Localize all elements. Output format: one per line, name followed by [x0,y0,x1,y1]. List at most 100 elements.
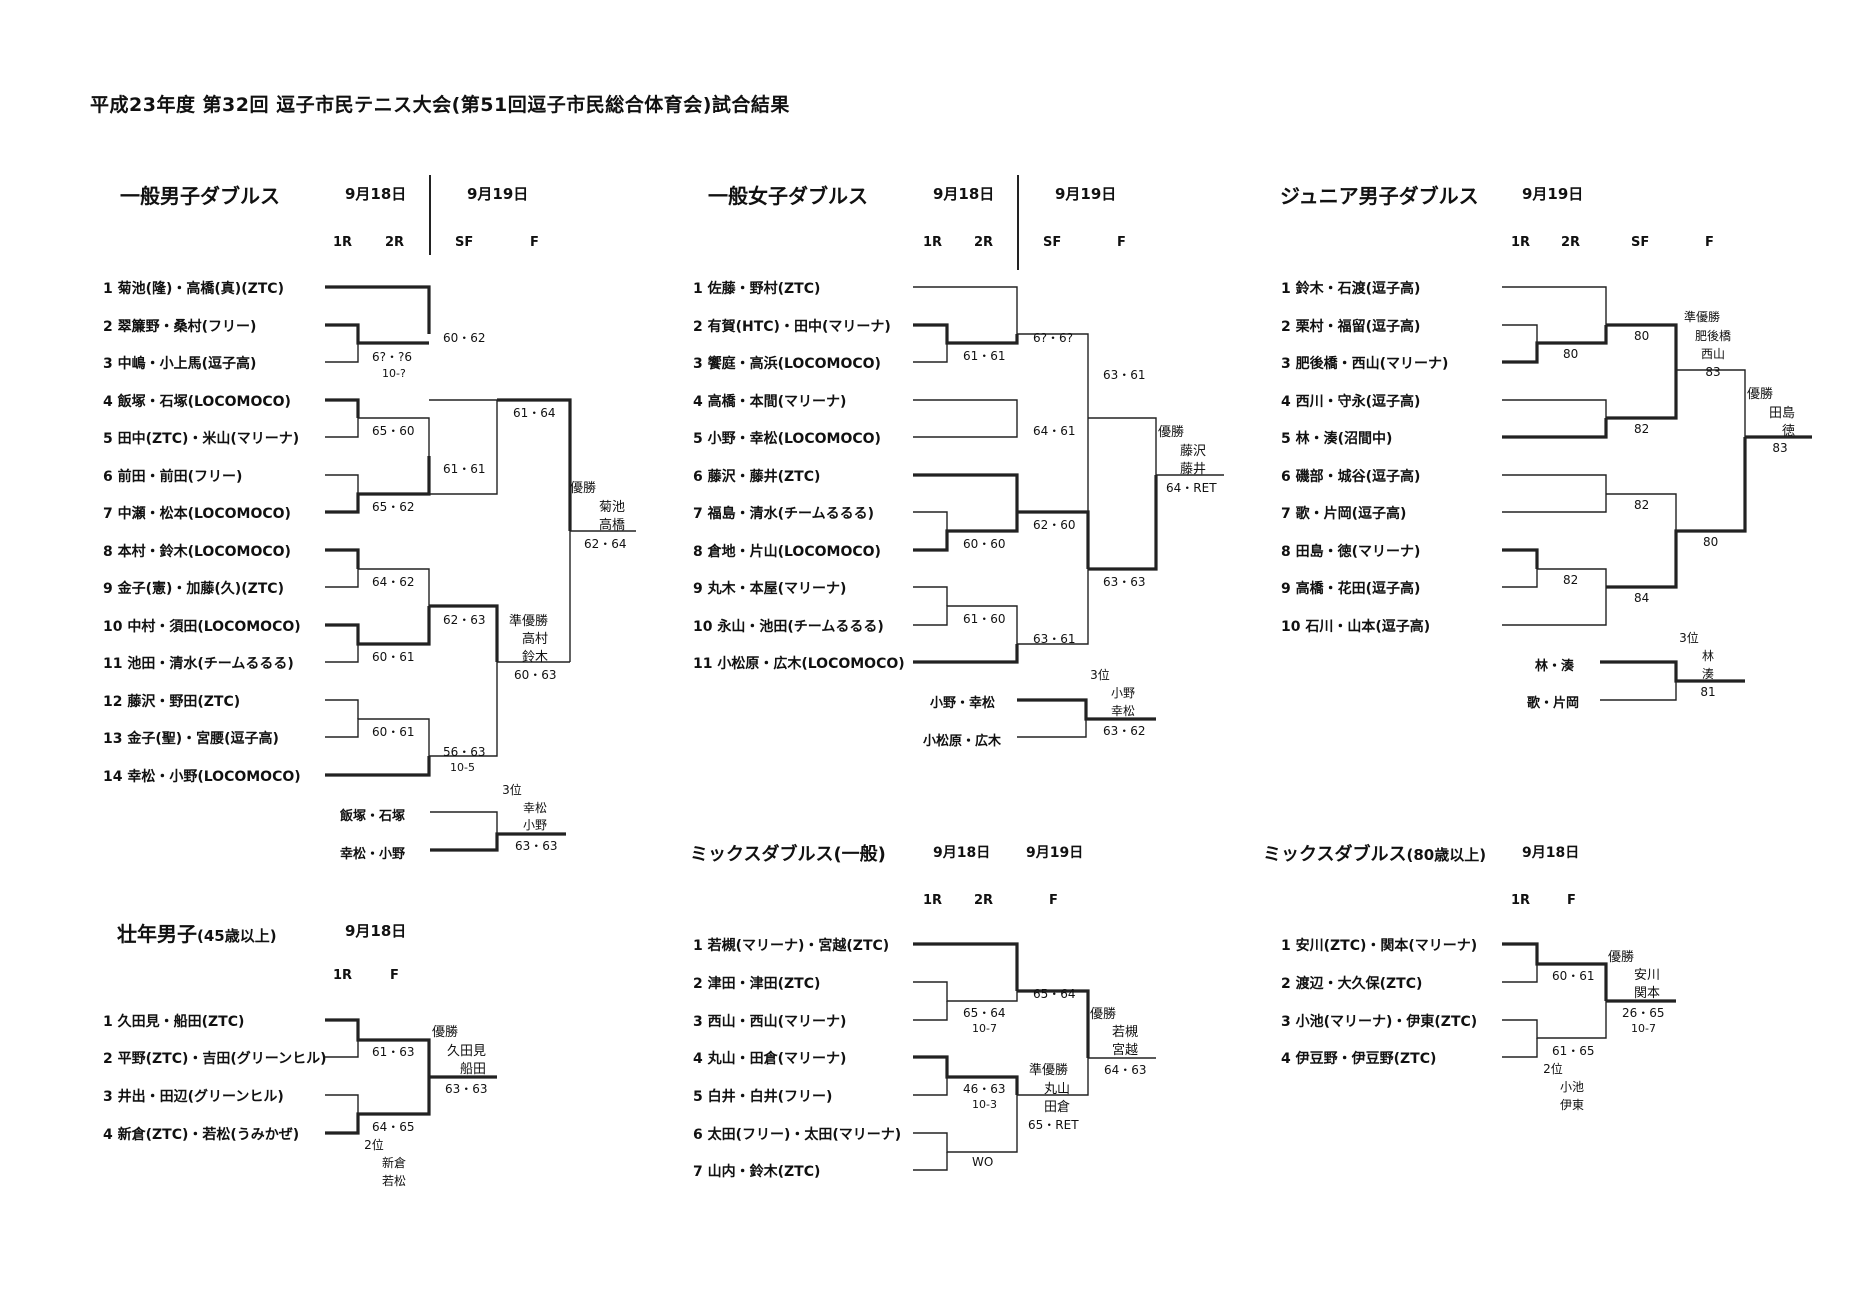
third-place-score: 63・63 [515,839,558,853]
third-place-name: 幸松 [1110,704,1135,718]
player-entry: 11 小松原・広木(LOCOMOCO) [693,656,905,672]
date-label: 9月18日 [1522,845,1580,861]
match-score: 60・62 [443,331,486,345]
champion-label: 優勝 [1090,1007,1117,1022]
champion-name: 宮越 [1111,1043,1138,1058]
match-score: 60・61 [372,725,415,739]
third-place-label: 3位 [1679,631,1699,645]
third-place-score: 81 [1700,685,1716,699]
round-label: F [1567,893,1576,908]
second-place-name: 小池 [1559,1080,1584,1094]
player-entry: 5 林・湊(沼間中) [1281,431,1393,447]
match-score: 61・60 [963,612,1006,626]
final-score: 64・RET [1166,481,1217,495]
player-entry: 1 安川(ZTC)・関本(マリーナ) [1281,938,1478,954]
section-title: 壮年男子(45歳以上) [117,918,277,947]
champion-label: 優勝 [1747,387,1774,402]
third-place-entry: 小松原・広木 [923,734,1002,749]
round-label: F [1049,893,1058,908]
third-place-label: 3位 [1090,668,1110,682]
third-place-entry: 小野・幸松 [930,696,996,711]
player-entry: 4 新倉(ZTC)・若松(うみかぜ) [103,1127,300,1143]
player-entry: 7 中瀬・松本(LOCOMOCO) [103,506,291,522]
player-entry: 8 田島・徳(マリーナ) [1281,544,1421,560]
player-entry: 3 小池(マリーナ)・伊東(ZTC) [1281,1014,1478,1030]
player-entry: 9 高橋・花田(逗子高) [1281,581,1421,597]
match-score: 10-? [382,367,406,380]
match-score: 61・61 [963,349,1006,363]
match-score: 6?・?6 [372,350,413,364]
player-entry: 2 栗村・福留(逗子高) [1281,319,1421,335]
player-entry: 1 鈴木・石渡(逗子高) [1281,281,1421,297]
player-entry: 14 幸松・小野(LOCOMOCO) [103,769,301,785]
round-label: 1R [923,893,943,908]
player-entry: 7 福島・清水(チームるるる) [693,506,874,522]
date-divider [429,175,431,255]
player-entry: 5 田中(ZTC)・米山(マリーナ) [103,431,300,447]
player-entry: 8 倉地・片山(LOCOMOCO) [693,544,881,560]
champion-name: 関本 [1633,986,1660,1001]
match-score: 56・63 [443,745,486,759]
player-entry: 12 藤沢・野田(ZTC) [103,694,241,710]
runner-up-name: 高村 [521,632,548,647]
second-place-label: 2位 [364,1138,384,1152]
player-entry: 3 井出・田辺(グリーンヒル) [103,1089,284,1105]
round-label: F [1117,235,1126,250]
match-score: 63・61 [1103,368,1146,382]
match-score: 61・64 [513,406,556,420]
runner-up-label: 準優勝 [1028,1063,1068,1078]
champion-name: 藤井 [1179,462,1206,477]
player-entry: 3 肥後橋・西山(マリーナ) [1281,356,1449,372]
player-entry: 4 飯塚・石塚(LOCOMOCO) [103,394,291,410]
section-title: ジュニア男子ダブルス [1280,184,1479,208]
runner-up-score: 83 [1705,365,1721,379]
third-place-entry: 幸松・小野 [340,847,406,862]
player-entry: 10 永山・池田(チームるるる) [693,619,884,635]
section-title: 一般男子ダブルス [120,184,280,208]
date-divider [1017,175,1019,270]
match-score: 61・63 [372,1045,415,1059]
match-score: 61・61 [443,462,486,476]
player-entry: 7 山内・鈴木(ZTC) [693,1164,821,1180]
player-entry: 6 藤沢・藤井(ZTC) [693,469,821,485]
champion-label: 優勝 [1158,425,1185,440]
player-entry: 3 中嶋・小上馬(逗子高) [103,356,257,372]
round-label: SF [455,235,474,250]
final-score: 64・63 [1104,1063,1147,1077]
round-label: F [1705,235,1714,250]
match-score: 80 [1563,347,1579,361]
round-label: SF [1631,235,1650,250]
player-entry: 1 若槻(マリーナ)・宮越(ZTC) [693,938,890,954]
second-place-name: 新倉 [381,1156,406,1170]
date-label: 9月18日 [345,185,407,203]
section-title: ミックスダブルス(80歳以上) [1263,840,1486,866]
player-entry: 5 小野・幸松(LOCOMOCO) [693,431,881,447]
third-place-name: 湊 [1701,667,1714,681]
match-score: 6?・6? [1033,331,1074,345]
section-title: ミックスダブルス(一般) [690,844,886,865]
third-place-name: 幸松 [522,801,547,815]
round-label: F [390,968,399,983]
second-place-name: 伊東 [1559,1098,1584,1112]
runner-up-name: 丸山 [1043,1082,1070,1097]
player-entry: 4 高橋・本間(マリーナ) [693,394,847,410]
runner-up-name: 肥後橋 [1694,329,1731,343]
match-score: 80 [1703,535,1719,549]
match-score: 10-7 [972,1022,997,1035]
date-label: 9月19日 [1055,185,1117,203]
second-place-name: 若松 [381,1174,406,1188]
final-score: 26・65 [1622,1006,1665,1020]
third-place-score: 63・62 [1103,724,1146,738]
champion-name: 久田見 [446,1044,486,1059]
third-place-entry: 歌・片岡 [1527,696,1580,711]
final-score: 62・64 [584,537,627,551]
champion-label: 優勝 [432,1025,459,1040]
match-score: 63・63 [1103,575,1146,589]
date-label: 9月18日 [345,922,407,940]
third-place-entry: 林・湊 [1535,659,1575,674]
player-entry: 2 渡辺・大久保(ZTC) [1281,976,1423,992]
